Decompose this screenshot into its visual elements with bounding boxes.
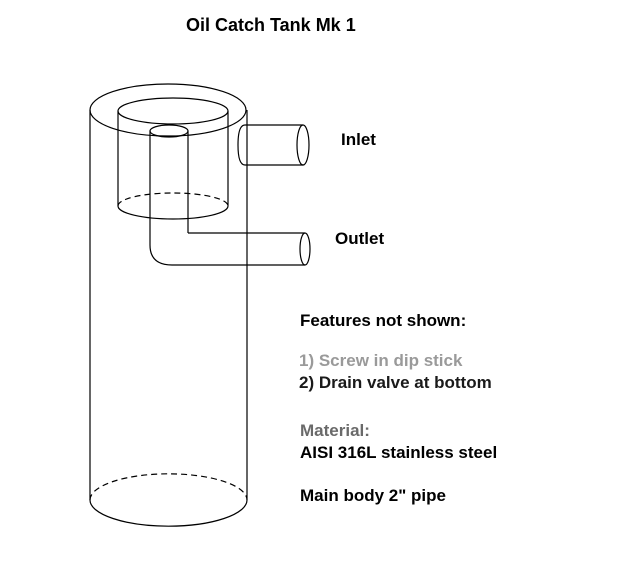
outlet-pipe: [149, 124, 311, 266]
inner-top-ellipse: [117, 97, 229, 125]
outlet-pipe-top: [149, 124, 189, 138]
main-body-note: Main body 2" pipe: [300, 486, 446, 505]
outer-bottom-hidden: [89, 473, 248, 501]
material-heading: Material:: [300, 421, 370, 440]
material-value: AISI 316L stainless steel: [300, 443, 498, 462]
inlet-label: Inlet: [341, 130, 376, 149]
inlet-pipe: [237, 124, 310, 166]
inlet-pipe-end: [296, 124, 310, 166]
feature-item: 2) Drain valve at bottom: [299, 373, 492, 392]
features-heading: Features not shown:: [300, 311, 467, 330]
outlet-pipe-bend: [149, 244, 305, 266]
outlet-label: Outlet: [335, 229, 385, 248]
inlet-pipe-join: [237, 124, 246, 166]
outer-top-ellipse: [89, 83, 247, 137]
feature-item: 1) Screw in dip stick: [299, 351, 463, 370]
outer-bottom-front: [89, 499, 248, 527]
outer-cylinder: [89, 83, 248, 527]
inner-bottom-hidden: [117, 192, 229, 207]
outlet-pipe-end: [299, 232, 311, 266]
inner-bottom-front: [117, 205, 229, 220]
inner-cylinder: [117, 97, 229, 220]
diagram-title: Oil Catch Tank Mk 1: [186, 15, 356, 35]
